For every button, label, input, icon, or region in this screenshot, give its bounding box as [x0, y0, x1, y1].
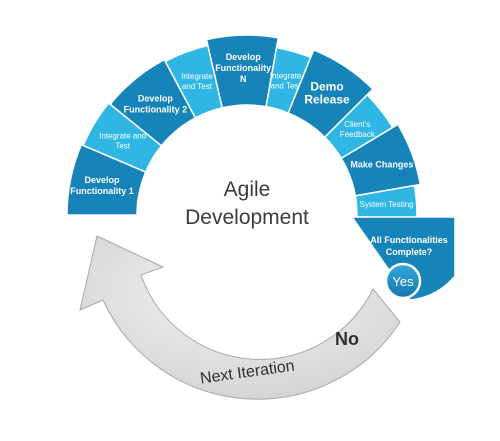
- next-iteration-arrow: [79, 235, 401, 400]
- segment-5: [205, 34, 280, 109]
- segment-1-label-line-2: Functionality 1: [70, 186, 134, 196]
- yes-badge: Yes: [384, 262, 422, 300]
- segment-3: [109, 58, 197, 147]
- segment-1-label-line-1: Develop: [84, 175, 120, 185]
- segment-9: [340, 123, 422, 197]
- decision-label-line-1: All Functionalities: [370, 235, 448, 245]
- segment-10-label-line-1: System Testing: [360, 200, 414, 209]
- segment-2-label-line-2: Test: [115, 141, 130, 150]
- decision-label-line-2: Complete?: [386, 247, 433, 257]
- segment-3-label-line-1: Develop: [138, 93, 174, 103]
- segment-4-label-line-2: and Test: [182, 82, 213, 91]
- segment-9-label-line-1: Make Changes: [350, 160, 413, 170]
- segment-3-label-line-2: Functionality 2: [124, 104, 188, 114]
- segment-7-label-line-2: Release: [304, 93, 350, 107]
- segment-4-label-line-1: Integrate: [181, 72, 213, 81]
- center-title-line-1: Agile: [224, 178, 271, 201]
- segment-5-label-line-3: N: [240, 74, 247, 84]
- segment-7-label-line-1: Demo: [310, 80, 343, 94]
- segment-5-label-line-1: Develop: [226, 52, 262, 62]
- yes-label: Yes: [392, 274, 414, 289]
- segment-2: [82, 101, 163, 174]
- no-label: No: [335, 329, 359, 349]
- segment-5-label-line-2: Functionality: [215, 63, 271, 73]
- segment-6-label-line-2: and Test: [271, 81, 302, 90]
- segment-7: [287, 48, 374, 139]
- decision-block: All Functionalities Complete?: [350, 216, 456, 301]
- center-title-line-2: Development: [185, 206, 309, 229]
- segment-8-label-line-2: Feedback: [340, 130, 376, 139]
- segment-2-label-line-1: Integrate and: [99, 131, 146, 140]
- segment-6-label-line-1: Integrate: [270, 71, 302, 80]
- segment-1: [66, 143, 147, 216]
- segment-8-label-line-1: Client's: [344, 120, 370, 129]
